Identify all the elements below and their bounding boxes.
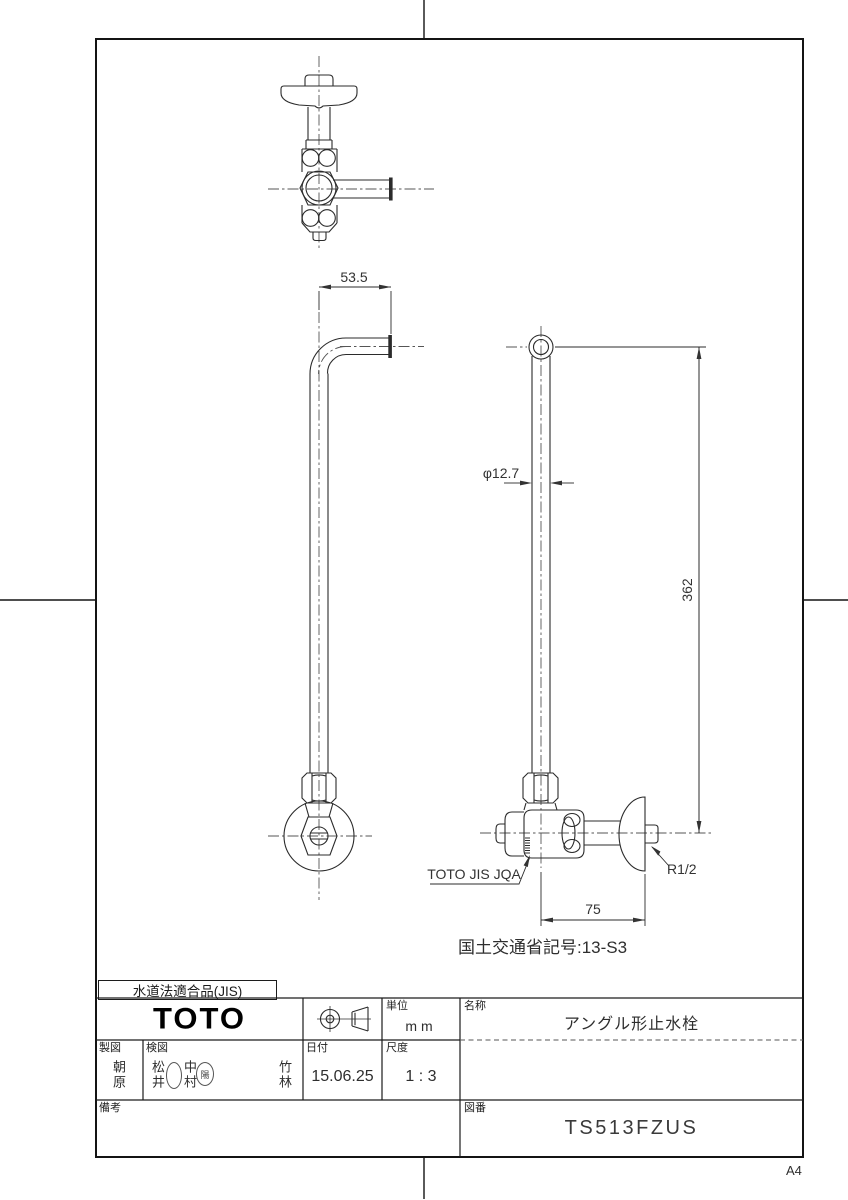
drafter-name: 朝原 [111, 1060, 126, 1090]
thread-label-text: R1/2 [667, 861, 697, 877]
front-view [268, 284, 424, 900]
packing-nut [301, 772, 337, 804]
dimension-362 [555, 346, 706, 833]
scale-value: 1 : 3 [405, 1068, 437, 1085]
leader-cert [430, 855, 530, 885]
dim-diameter-text: φ12.7 [483, 465, 520, 481]
phi-dim-arrows [504, 480, 574, 486]
dimension-75 [540, 872, 646, 926]
name-label: 名称 [464, 1000, 486, 1012]
side-view [430, 326, 712, 926]
tube-end-circle [528, 334, 554, 360]
handle-cap [304, 74, 334, 86]
handle-stem [495, 823, 505, 844]
wall-dome [618, 796, 646, 872]
valve-body [523, 809, 585, 859]
leader-r12 [651, 846, 670, 867]
packing-nut-side [522, 772, 559, 804]
checker-stamp-1 [166, 1062, 182, 1089]
product-name-value: アングル形止水栓 [563, 1016, 700, 1033]
toto-logo: TOTO [153, 1001, 246, 1036]
dimension-53-5 [318, 284, 392, 334]
checker-name-2: 中村 [182, 1060, 197, 1090]
dim-height-text: 362 [679, 578, 695, 602]
sheet-size-label: A4 [786, 1163, 802, 1178]
drawing-no-label: 図番 [464, 1102, 486, 1114]
compliance-label: 水道法適合品(JIS) [98, 980, 277, 1000]
tube-end-flange [388, 335, 392, 358]
unit-value: mm [405, 1018, 437, 1034]
checker-name-3: 竹林 [277, 1060, 292, 1090]
sheet-frame [95, 38, 804, 1158]
bonnet-hex [300, 816, 338, 856]
date-value: 15.06.25 [311, 1068, 374, 1085]
wall-flange [283, 800, 355, 872]
knurl-serration [525, 837, 530, 854]
thread-connector [645, 824, 659, 844]
spout-hex-nut [299, 171, 339, 206]
front-view-centerlines [268, 312, 424, 900]
projection-symbol-icon [317, 1006, 371, 1032]
dim-width-text: 53.5 [340, 269, 367, 285]
handle-wheel-side [504, 811, 524, 857]
scale-label: 尺度 [386, 1042, 408, 1054]
date-label: 日付 [306, 1042, 328, 1054]
handle [280, 85, 358, 109]
side-view-centerlines [480, 326, 712, 868]
remarks-label: 備考 [99, 1102, 121, 1114]
top-view [268, 56, 434, 250]
cert-label-text: TOTO JIS JQA [427, 866, 521, 882]
top-view-centerlines [268, 56, 434, 250]
title-block-grid [96, 997, 803, 1157]
unit-label: 単位 [386, 1000, 408, 1012]
dim-depth-text: 75 [585, 901, 601, 917]
drawing-no-value: TS513FZUS [564, 1116, 699, 1139]
checker-stamp-2: 陽 [196, 1062, 214, 1086]
ministry-note-text: 国土交通省記号:13-S3 [458, 938, 627, 957]
drafter-label: 製図 [99, 1042, 121, 1054]
checker-name-1: 松井 [150, 1060, 165, 1090]
checker-label: 検図 [146, 1042, 168, 1054]
spout-flange [389, 177, 393, 201]
